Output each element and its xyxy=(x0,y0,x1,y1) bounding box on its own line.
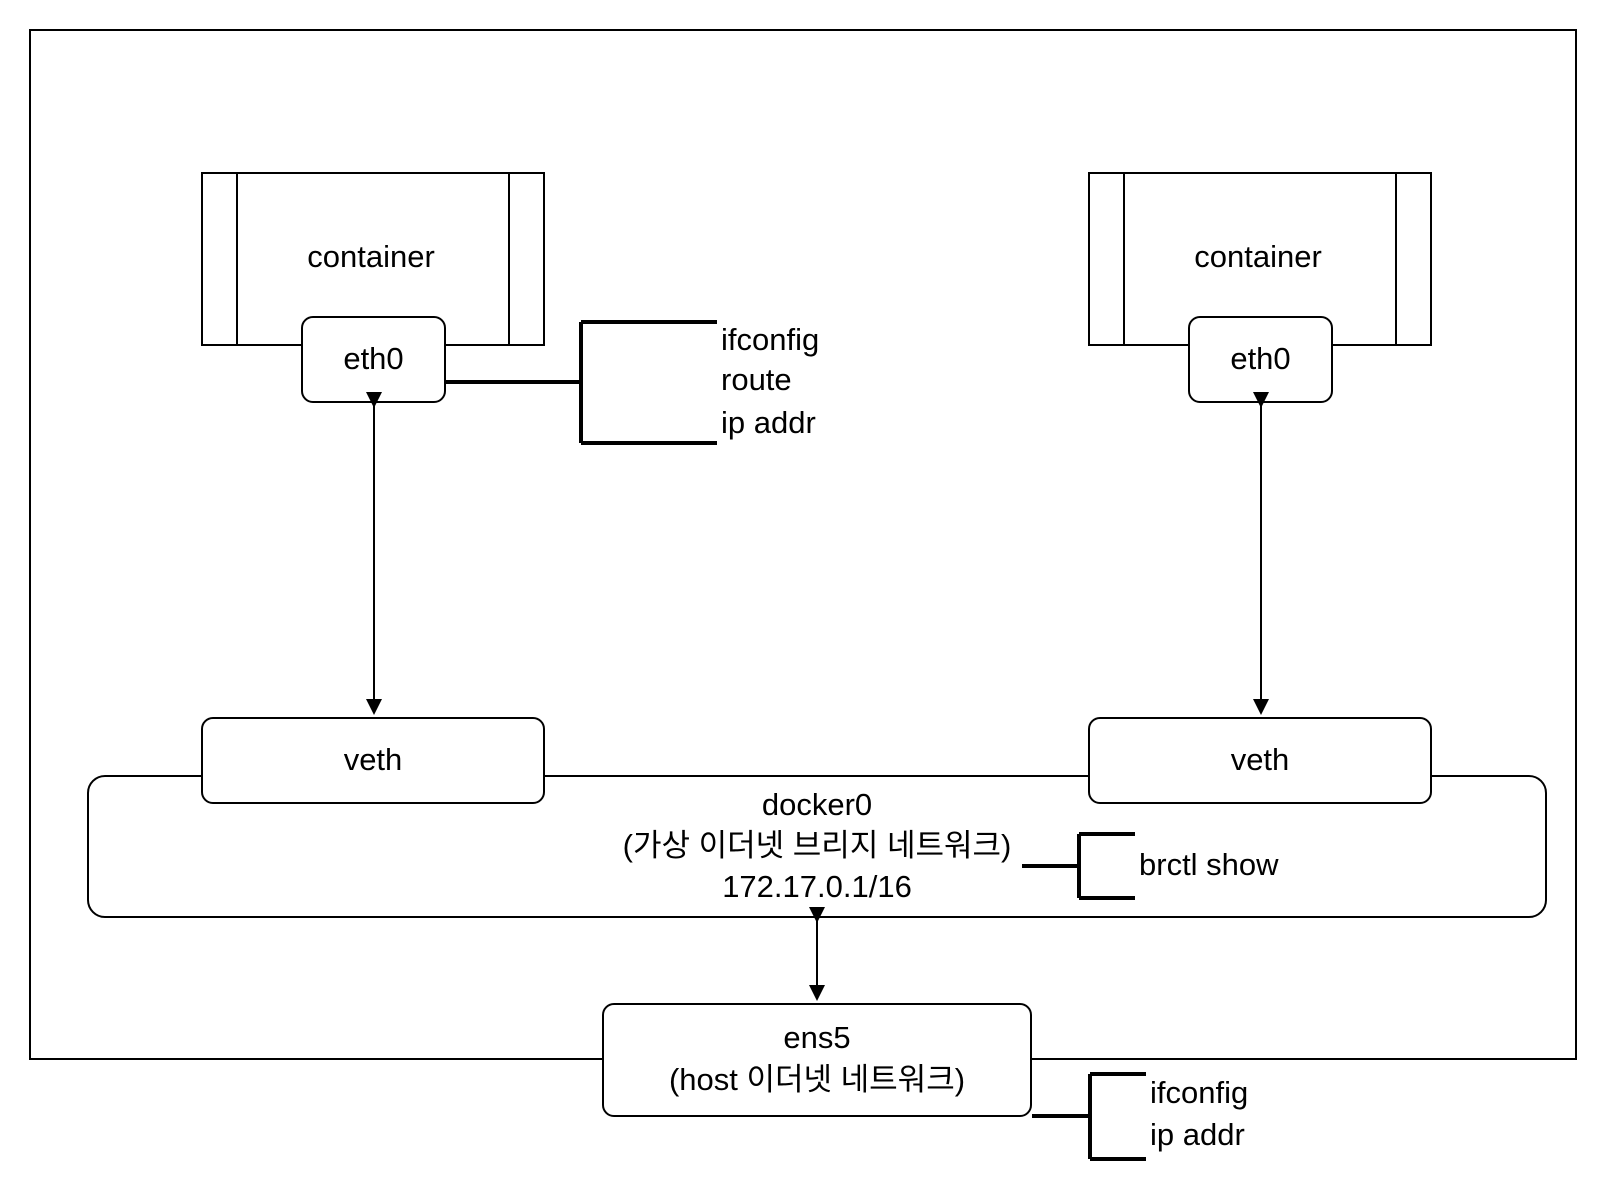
right-container-divider xyxy=(1395,174,1397,344)
left-container-divider xyxy=(236,174,238,344)
right-eth0-box xyxy=(1188,316,1333,403)
docker0-ip: 172.17.0.1/16 xyxy=(722,869,912,904)
bridge-cmd-brctl-show: brctl show xyxy=(1139,847,1279,882)
left-eth0-label: eth0 xyxy=(343,341,404,376)
left-eth0-box xyxy=(301,316,446,403)
left-container-divider xyxy=(508,174,510,344)
ens5-desc: (host 이더넷 네트워크) xyxy=(668,1062,966,1097)
docker0-name: docker0 xyxy=(761,787,873,822)
ens5-name: ens5 xyxy=(783,1020,851,1055)
host-cmd-ip-addr: ip addr xyxy=(1150,1117,1245,1152)
right-container-label: container xyxy=(1194,239,1322,274)
host-cmd-ifconfig: ifconfig xyxy=(1150,1075,1249,1110)
right-veth-label: veth xyxy=(1230,742,1290,777)
left-cmd-ifconfig: ifconfig xyxy=(721,322,820,357)
host-cmd-bracket xyxy=(1032,1072,1146,1161)
left-veth-box xyxy=(201,717,545,804)
ens5-box xyxy=(602,1003,1032,1117)
left-container-label: container xyxy=(307,239,435,274)
right-container-divider xyxy=(1123,174,1125,344)
right-eth0-label: eth0 xyxy=(1230,341,1291,376)
left-cmd-route: route xyxy=(721,362,792,397)
left-cmd-ip-addr: ip addr xyxy=(721,405,816,440)
left-veth-label: veth xyxy=(343,742,403,777)
docker0-desc: (가상 이더넷 브리지 네트워크) xyxy=(622,828,1012,863)
left-container-box xyxy=(201,172,545,346)
right-veth-box xyxy=(1088,717,1432,804)
